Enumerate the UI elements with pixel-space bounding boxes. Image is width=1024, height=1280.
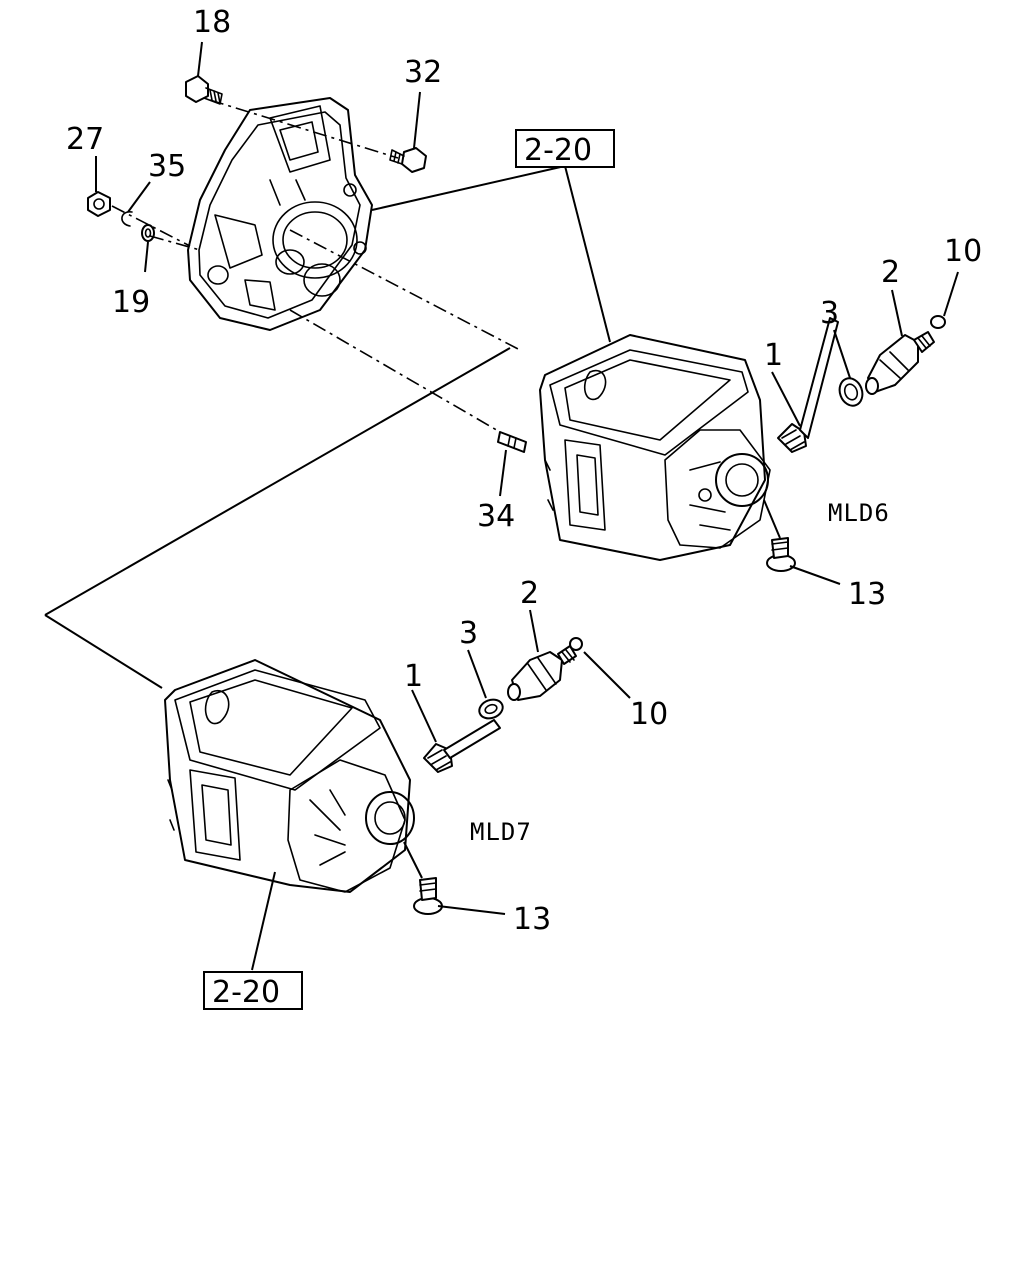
callout-labels: 18 32 27 35 19 34 1 3 2 10 13 1 3 2 10 1… <box>66 5 982 937</box>
sleeve-2-top <box>865 331 935 395</box>
driven-gear-1-top <box>777 317 839 453</box>
callout-32: 32 <box>404 55 442 90</box>
alignment-lines <box>111 99 521 433</box>
reference-box-bottom[interactable]: 2-20 <box>203 971 303 1010</box>
sleeve-2-bottom <box>507 645 577 701</box>
transmission-case-mld7 <box>164 659 415 893</box>
callout-1-top: 1 <box>764 338 783 373</box>
callout-27: 27 <box>66 122 104 157</box>
dowel-pin-34 <box>497 431 527 453</box>
o-ring-3-top <box>838 377 864 407</box>
callout-13-top: 13 <box>848 577 886 612</box>
bolt-13-bottom <box>413 877 443 915</box>
callout-10-bottom: 10 <box>630 697 668 732</box>
plug-10-top <box>930 315 946 329</box>
callout-35: 35 <box>148 149 186 184</box>
clutch-housing <box>187 97 373 331</box>
callout-2-top: 2 <box>881 255 900 290</box>
callout-2-bottom: 2 <box>520 576 539 611</box>
leader-lines <box>44 41 959 971</box>
transmission-case-mld6 <box>539 334 771 561</box>
bolt-32 <box>389 147 427 173</box>
bolt-13-top <box>766 537 796 572</box>
callout-18: 18 <box>193 5 231 40</box>
reference-label-top: 2-20 <box>524 133 592 168</box>
o-ring-3-bottom <box>478 698 504 720</box>
callout-10-top: 10 <box>944 234 982 269</box>
callout-3-top: 3 <box>820 296 839 331</box>
callout-19: 19 <box>112 285 150 320</box>
plug-10-bottom <box>569 637 583 651</box>
washer-19 <box>141 224 155 242</box>
reference-label-bottom: 2-20 <box>212 975 280 1010</box>
bolt-18 <box>185 75 223 105</box>
variant-code-mld7: MLD7 <box>470 818 532 846</box>
snap-ring-35 <box>121 211 133 227</box>
callout-13-bottom: 13 <box>513 902 551 937</box>
driven-gear-1-bottom <box>423 719 501 773</box>
reference-box-top[interactable]: 2-20 <box>515 129 615 168</box>
nut-27 <box>87 191 111 217</box>
callout-3-bottom: 3 <box>459 616 478 651</box>
callout-34: 34 <box>477 499 515 534</box>
variant-code-mld6: MLD6 <box>828 499 890 527</box>
callout-1-bottom: 1 <box>404 659 423 694</box>
